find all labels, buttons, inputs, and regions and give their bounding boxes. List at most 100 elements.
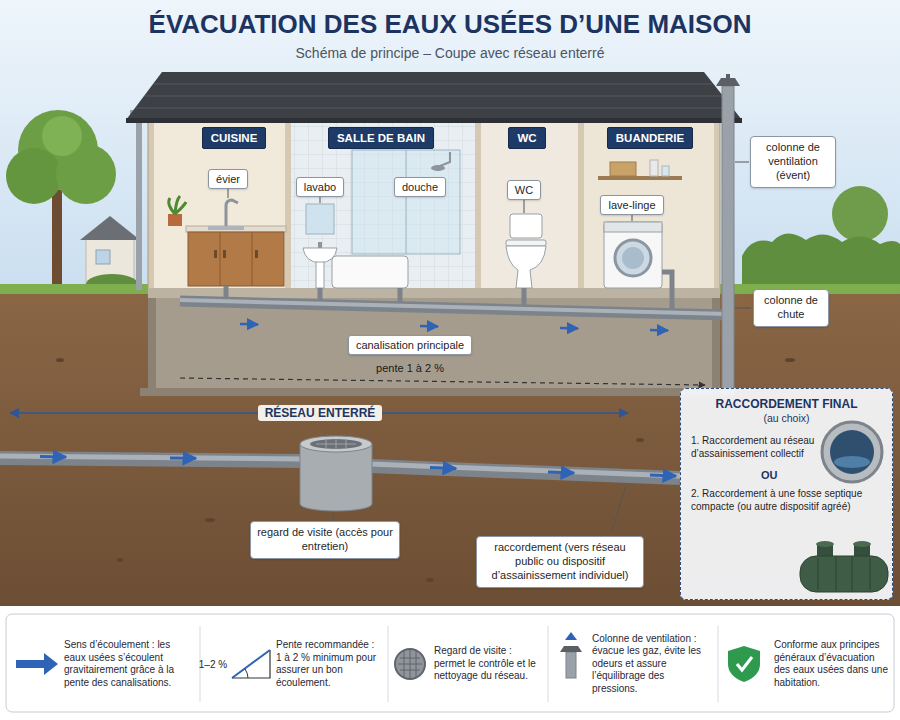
sewer-pipe-icon-part: [822, 422, 882, 482]
inspection-chamber: [300, 436, 372, 526]
node-text: WC: [517, 131, 536, 145]
buried-network-part: [430, 468, 456, 469]
node-text: douche: [402, 180, 438, 194]
buried-network-part: [170, 457, 196, 460]
kitchen-furniture-part: [214, 250, 217, 258]
bathroom-fixtures-part: [306, 204, 334, 234]
soil: [0, 284, 900, 720]
kitchen-furniture-part: [186, 226, 286, 232]
legend-icons-part: [565, 632, 577, 640]
sky-part: [0, 0, 900, 300]
kitchen-furniture-part: [228, 188, 229, 198]
callout-box: regard de visite (accès pour entretien): [250, 521, 400, 559]
soil-part: [0, 606, 900, 720]
hedge-part: [742, 233, 900, 292]
drain-pipes-part: [662, 272, 672, 312]
legend-icons-part: [560, 646, 582, 652]
legend-text: Conforme aux principes généraux d’évacua…: [774, 639, 888, 689]
soil-part: [0, 292, 900, 606]
septic-tank-part: [816, 541, 834, 547]
node-text: SALLE DE BAIN: [337, 131, 425, 145]
house-part: [584, 118, 714, 288]
node-text: WC: [515, 183, 533, 197]
slope-icon-label: 1–2 %: [199, 659, 227, 670]
inspection-chamber-part: [300, 444, 372, 504]
inspection-chamber-part: [316, 439, 356, 449]
callout-box: colonne de ventilation (évent): [750, 136, 836, 187]
sewer-pipe-icon: [822, 422, 882, 482]
house-part: [148, 298, 156, 392]
node-text: raccordement (vers réseau public ou disp…: [483, 541, 637, 582]
legend-text: Colonne de ventilation : évacue les gaz,…: [592, 633, 712, 696]
soil-part: [636, 438, 644, 442]
toilet-part: [524, 199, 525, 213]
laundry-part: [598, 176, 682, 180]
drain-pipes-part: [726, 74, 730, 78]
laundry-part: [662, 166, 669, 176]
flow-arrows-part: [560, 327, 578, 330]
kitchen-furniture-part: [208, 226, 244, 230]
callout-box: raccordement (vers réseau public ou disp…: [476, 536, 644, 587]
flow-arrows-part: [240, 323, 258, 326]
node-text: CUISINE: [211, 131, 258, 145]
drain-pipes-part: [716, 78, 740, 86]
room-header: CUISINE: [202, 127, 267, 149]
septic-tank: [800, 541, 888, 592]
legend-icons-part: [566, 652, 576, 678]
final-connection-panel-ground: [680, 388, 893, 600]
fixture-label: WC: [507, 180, 541, 200]
soil-part: [117, 558, 123, 562]
drain-pipes-part: [735, 162, 749, 163]
room-header: SALLE DE BAIN: [328, 127, 434, 149]
house: [130, 110, 728, 396]
house-part: [148, 288, 720, 298]
house-part: [136, 112, 142, 290]
panel-subheading: (au choix): [691, 412, 882, 425]
soil-part: [785, 358, 795, 362]
kitchen-furniture-part: [223, 250, 226, 258]
node-text: colonne de chute: [760, 294, 822, 322]
roof-part: [126, 72, 742, 120]
bathroom-fixtures-part: [440, 152, 450, 166]
buried-network-part: [0, 456, 302, 459]
flow-arrows-part: [420, 325, 438, 328]
node-text: évier: [216, 172, 240, 186]
neighbour-house: [80, 216, 140, 294]
bathroom-fixtures-part: [406, 150, 407, 254]
legend-bar-part: [200, 626, 718, 702]
panel-heading: RACCORDEMENT FINAL: [691, 397, 882, 412]
hedge-part: [832, 186, 888, 242]
final-connection-panel: RACCORDEMENT FINAL(au choix)1. Raccordem…: [680, 388, 893, 600]
bathroom-fixtures: [303, 150, 460, 288]
connection-leader: [612, 486, 626, 531]
callout-box: colonne de chute: [753, 289, 829, 327]
tree-part: [6, 148, 62, 204]
buried-network-part: [370, 464, 680, 476]
network-label: RÉSEAU ENTERRÉ: [258, 405, 383, 421]
kitchen-furniture-part: [169, 196, 186, 214]
connection-leader-part: [612, 486, 626, 531]
septic-tank-part: [818, 557, 870, 591]
tree-part: [42, 116, 82, 156]
diagram-caption: Schéma de principe – Coupe avec réseau e…: [296, 45, 605, 61]
legend-icons-part: [398, 650, 422, 678]
node-text: lavabo: [304, 180, 336, 194]
bathroom-fixtures-part: [318, 242, 322, 248]
neighbour-house-part: [96, 250, 110, 264]
laundry-part: [615, 240, 651, 276]
fixture-label: lave-linge: [600, 195, 663, 215]
soil-part: [56, 358, 64, 362]
diagram-title: ÉVACUATION DES EAUX USÉES D’UNE MAISON: [149, 9, 752, 40]
fixture-label: douche: [394, 177, 446, 197]
inspection-chamber-part: [300, 436, 372, 452]
buried-network-part: [40, 455, 66, 459]
node-text: lave-linge: [608, 198, 655, 212]
flow-arrows-part: [650, 329, 668, 332]
toilet: [506, 199, 546, 288]
option-separator: OU: [761, 468, 882, 482]
kitchen-furniture-part: [255, 250, 258, 258]
drain-pipes-part: [180, 301, 728, 315]
tree: [6, 110, 116, 290]
